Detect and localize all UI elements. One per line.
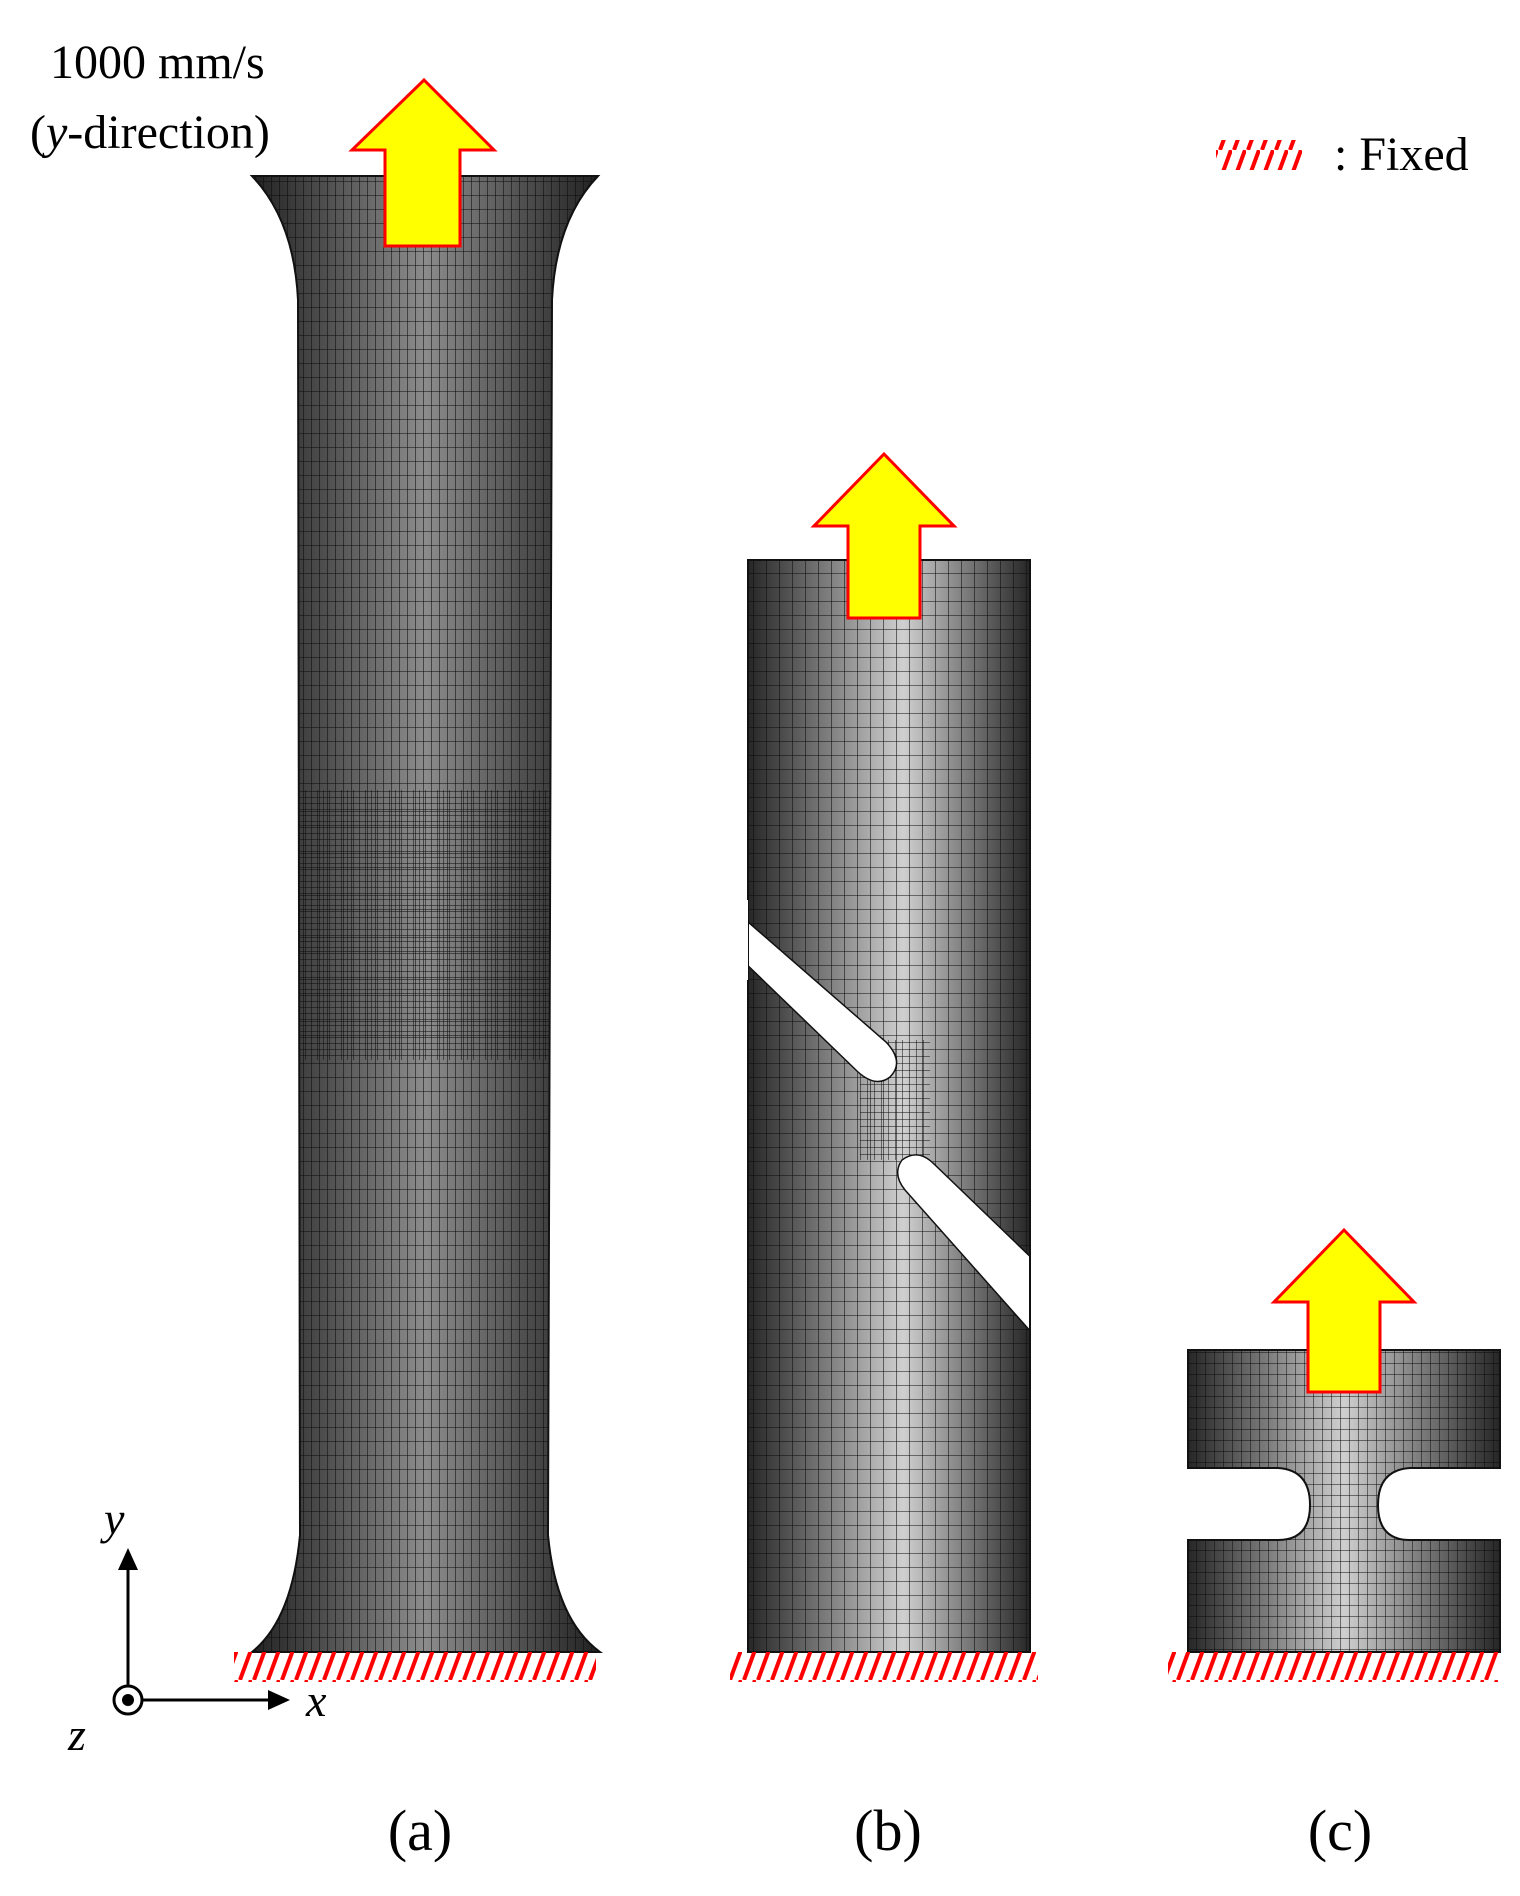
- axis-z-label: z: [67, 1709, 86, 1760]
- specimen-a: [249, 175, 604, 1653]
- velocity-direction: (y-direction): [30, 106, 270, 159]
- legend-hatch-icon: [1216, 140, 1302, 170]
- caption-a: (a): [388, 1798, 452, 1863]
- fixed-support-a-icon: [234, 1652, 596, 1682]
- caption-c: (c): [1308, 1798, 1372, 1863]
- fixed-support-c-icon: [1168, 1652, 1498, 1682]
- specimen-c: [1187, 1349, 1501, 1653]
- axis-x-label: x: [305, 1675, 327, 1726]
- velocity-value: 1000 mm/s: [50, 36, 265, 89]
- fixed-support-b-icon: [730, 1652, 1038, 1682]
- load-arrow-b-icon: [810, 451, 958, 620]
- load-arrow-a-icon: [348, 77, 498, 248]
- velocity-direction-var: y: [41, 106, 68, 159]
- coordinate-axes: y x z: [67, 1493, 327, 1760]
- axis-y-label: y: [100, 1493, 125, 1544]
- caption-b: (b): [854, 1798, 922, 1863]
- velocity-direction-rest: -direction): [67, 106, 270, 159]
- legend-fixed-label: : Fixed: [1334, 128, 1469, 181]
- specimen-b: [736, 559, 1043, 1653]
- load-arrow-c-icon: [1270, 1227, 1418, 1394]
